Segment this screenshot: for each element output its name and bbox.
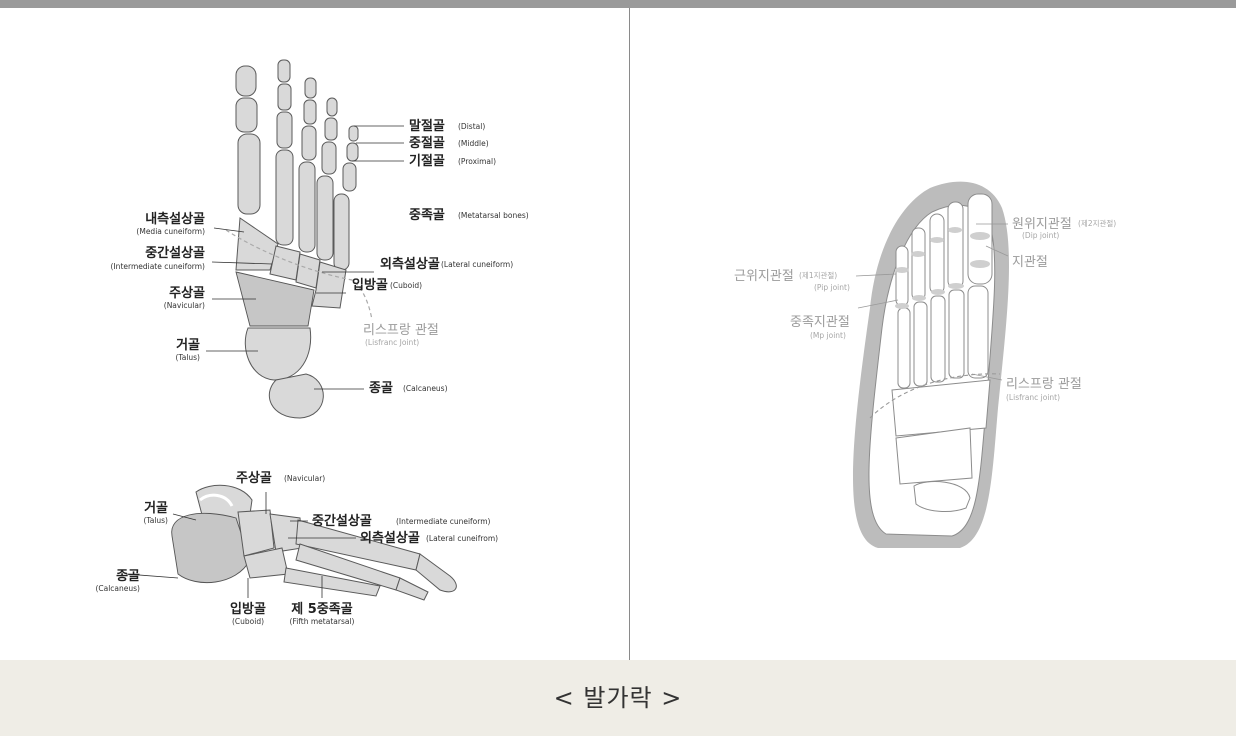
label-calcaneus: 종골 (369, 381, 393, 396)
label-cuboid: 입방골 (352, 277, 388, 293)
label-phalangeal-joint: 지관절 (1012, 255, 1048, 270)
svg-text:(Calcaneus): (Calcaneus) (95, 584, 140, 593)
label-lateral-cuneiform: 외측설상골 (380, 256, 440, 272)
toe-1 (236, 66, 260, 214)
svg-text:(Intermediate cuneiform): (Intermediate cuneiform) (111, 262, 206, 271)
label-pip-joint: 근위지관절 (734, 269, 794, 284)
svg-text:(Proximal): (Proximal) (458, 157, 496, 166)
svg-text:(Lateral cuneiform): (Lateral cuneiform) (441, 260, 513, 269)
top-border (0, 0, 1236, 8)
caption-bar: < 발가락 > (0, 660, 1236, 736)
svg-text:(Talus): (Talus) (143, 516, 168, 525)
svg-text:(Cuboid): (Cuboid) (232, 617, 264, 626)
svg-text:(Distal): (Distal) (458, 122, 485, 131)
label-talus: 거골 (176, 338, 200, 353)
label-mp-joint: 중족지관절 (790, 315, 850, 330)
label-middle: 중절골 (409, 136, 445, 151)
label-lisfranc: 리스프랑 관절 (363, 323, 439, 338)
svg-text:(Lisfranc joint): (Lisfranc joint) (1006, 393, 1060, 402)
label-distal: 말절골 (409, 119, 445, 134)
svg-text:(Dip joint): (Dip joint) (1022, 231, 1059, 240)
label-lisfranc-joint: 리스프랑 관절 (1006, 377, 1082, 392)
svg-text:(Navicular): (Navicular) (284, 474, 325, 483)
label-intermediate-cuneiform: 중간설상골 (145, 245, 205, 261)
label-talus-lateral: 거골 (144, 501, 168, 516)
svg-text:(Media cuneiform): (Media cuneiform) (136, 227, 205, 236)
svg-text:(Navicular): (Navicular) (164, 301, 205, 310)
label-lateral-cuneiform-lateral: 외측설상골 (360, 530, 420, 546)
svg-text:(Mp joint): (Mp joint) (810, 331, 846, 340)
foot-joints-illustration: 원위지관절 (제2지관절) (Dip joint) 지관절 근위지관절 (제1지… (630, 8, 1236, 660)
label-navicular: 주상골 (169, 286, 205, 301)
label-fifth-metatarsal: 제 5중족골 (291, 602, 352, 617)
label-medial-cuneiform: 내측설상골 (145, 211, 205, 227)
svg-text:(제2지관절): (제2지관절) (1078, 218, 1116, 228)
label-metatarsal: 중족골 (409, 208, 445, 223)
svg-text:(Intermediate cuneiform): (Intermediate cuneiform) (396, 517, 491, 526)
svg-text:(Calcaneus): (Calcaneus) (403, 384, 448, 393)
caption-text: < 발가락 > (0, 660, 1236, 736)
svg-text:(Pip joint): (Pip joint) (814, 283, 850, 292)
svg-text:(Lateral cuneifrom): (Lateral cuneifrom) (426, 534, 498, 543)
toe-3 (299, 78, 316, 252)
svg-text:(제1지관절): (제1지관절) (799, 270, 837, 280)
label-dip-joint: 원위지관절 (1012, 217, 1072, 232)
foot-outline (853, 182, 1009, 548)
foot-bones-illustration: 말절골 (Distal) 중절골 (Middle) 기절골 (Proximal)… (0, 8, 629, 660)
svg-text:(Fifth metatarsal): (Fifth metatarsal) (290, 617, 355, 626)
svg-text:(Cuboid): (Cuboid) (390, 281, 422, 290)
svg-text:(Metatarsal bones): (Metatarsal bones) (458, 211, 529, 220)
label-navicular-lateral: 주상골 (236, 471, 272, 486)
joint-diagram-panel: 원위지관절 (제2지관절) (Dip joint) 지관절 근위지관절 (제1지… (630, 8, 1236, 660)
svg-text:(Middle): (Middle) (458, 139, 489, 148)
label-proximal: 기절골 (409, 154, 445, 169)
svg-text:(Lisfranc Joint): (Lisfranc Joint) (365, 338, 419, 347)
label-intermediate-cuneiform-lateral: 중간설상골 (312, 513, 372, 529)
toe-5 (334, 126, 358, 270)
svg-text:(Talus): (Talus) (175, 353, 200, 362)
dorsal-foot-bones (226, 60, 372, 418)
label-cuboid-lateral: 입방골 (230, 601, 266, 617)
bone-diagram-panel: 말절골 (Distal) 중절골 (Middle) 기절골 (Proximal)… (0, 8, 629, 660)
label-calcaneus-lateral: 종골 (116, 569, 140, 584)
toe-2 (276, 60, 293, 245)
